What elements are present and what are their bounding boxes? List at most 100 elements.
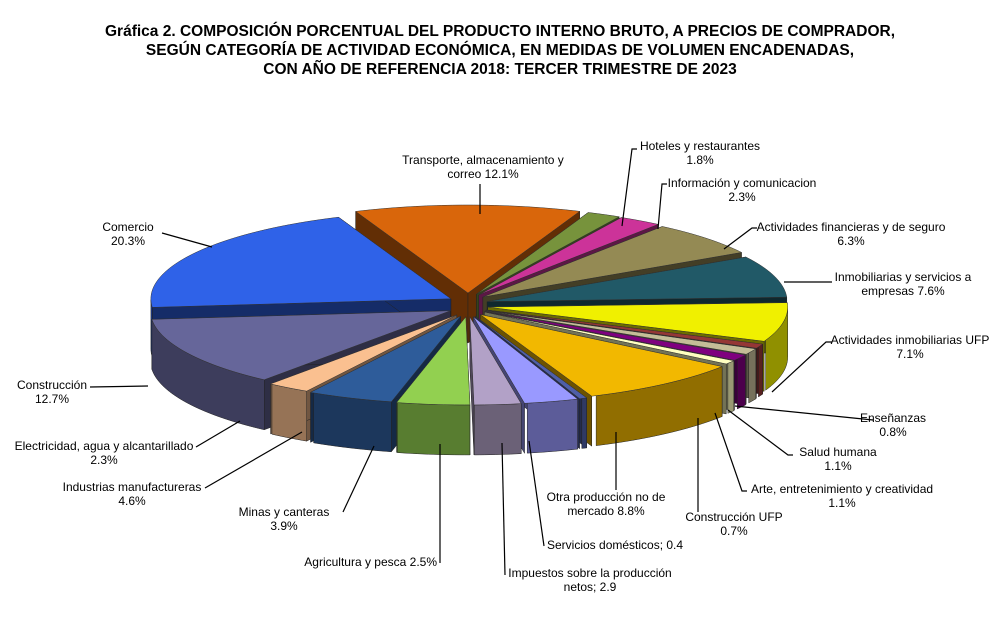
slice-15-top xyxy=(309,315,461,403)
data-label-17-line-1: 12.7% xyxy=(35,392,69,406)
data-label-17-line-0: Construcción xyxy=(17,378,87,392)
slice-10-top xyxy=(480,314,723,397)
data-label-18-line-1: 20.3% xyxy=(111,234,145,248)
slice-6-outer-wall xyxy=(758,343,763,398)
leader-line-12 xyxy=(501,442,506,576)
slice-7-outer-wall xyxy=(748,348,757,404)
data-label-2-line-0: Información y comunicacion xyxy=(668,176,817,190)
slice-2-top xyxy=(478,217,660,296)
data-label-3-line-0: Actividades financieras y de seguro xyxy=(757,220,946,234)
data-label-4-line-1: empresas 7.6% xyxy=(861,284,945,298)
title-line-1: Gráfica 2. COMPOSICIÓN PORCENTUAL DEL PR… xyxy=(104,23,895,40)
leader-line-1 xyxy=(621,148,637,227)
slice-11-outer-wall xyxy=(581,397,587,449)
data-label-11-line-0: Servicios domésticos; 0.4 xyxy=(547,538,683,552)
title-line-2: SEGÚN CATEGORÍA DE ACTIVIDAD ECONÓMICA, … xyxy=(145,42,855,59)
leader-line-3 xyxy=(723,227,757,250)
leader-line-15 xyxy=(204,431,303,489)
data-label-12-line-1: netos; 2.9 xyxy=(564,580,617,594)
data-label-16-line-0: Electricidad, agua y alcantarillado xyxy=(15,439,194,453)
slice-6-top xyxy=(486,309,764,349)
data-label-0-line-1: correo 12.1% xyxy=(447,167,519,181)
data-label-12-line-0: Impuestos sobre la producción xyxy=(508,566,671,580)
data-label-4-line-0: Inmobiliarias y servicios a xyxy=(835,270,972,284)
data-label-15-line-1: 4.6% xyxy=(118,494,146,508)
slice-9-outer-wall xyxy=(727,360,735,414)
data-label-1-line-0: Hoteles y restaurantes xyxy=(640,139,760,153)
data-label-6-line-1: 0.8% xyxy=(879,425,907,439)
slice-17-top xyxy=(151,310,451,381)
data-label-2-line-1: 2.3% xyxy=(728,190,756,204)
slice-9-top xyxy=(484,311,735,365)
slice-15-outer-wall xyxy=(313,392,392,453)
data-label-11: Servicios domésticos; 0.4 xyxy=(547,538,683,552)
leader-line-7 xyxy=(727,409,793,456)
title-line-3: CON AÑO DE REFERENCIA 2018: TERCER TRIME… xyxy=(263,61,737,78)
data-label-5-line-1: 7.1% xyxy=(896,347,924,361)
slice-8-outer-wall xyxy=(737,354,746,410)
data-label-14-line-1: 3.9% xyxy=(270,519,298,533)
slice-7-top xyxy=(485,310,757,355)
slice-18-top xyxy=(150,216,452,308)
chart-title: Gráfica 2. COMPOSICIÓN PORCENTUAL DEL PR… xyxy=(0,22,1000,79)
leader-line-16 xyxy=(195,420,241,448)
data-label-9-line-1: 0.7% xyxy=(720,524,748,538)
data-label-7-line-1: 1.1% xyxy=(824,459,852,473)
data-label-9-line-0: Construcción UFP xyxy=(685,510,782,524)
leader-line-8 xyxy=(714,412,747,492)
data-label-16-line-1: 2.3% xyxy=(90,453,118,467)
data-label-7-line-0: Salud humana xyxy=(799,445,877,459)
data-label-8-line-1: 1.1% xyxy=(828,496,856,510)
data-label-10-line-0: Otra producción no de xyxy=(547,490,666,504)
slice-tops xyxy=(150,204,788,406)
leader-line-6 xyxy=(734,405,874,421)
slice-13-top xyxy=(469,316,522,406)
data-label-14-line-0: Minas y canteras xyxy=(239,505,330,519)
leader-line-11 xyxy=(528,440,545,547)
leader-line-17 xyxy=(89,385,149,388)
data-label-10-line-1: mercado 8.8% xyxy=(567,504,645,518)
leader-line-18 xyxy=(161,232,213,248)
data-label-15-line-0: Industrias manufactureras xyxy=(63,480,202,494)
slice-11-top xyxy=(475,315,588,399)
data-label-18-line-0: Comercio xyxy=(102,220,154,234)
data-label-3-line-1: 6.3% xyxy=(837,234,865,248)
data-label-6-line-0: Enseñanzas xyxy=(860,411,926,425)
slice-13-outer-wall xyxy=(474,403,522,456)
data-label-13: Agricultura y pesca 2.5% xyxy=(304,555,437,569)
slice-1-top xyxy=(476,212,620,295)
slice-8-top xyxy=(484,311,747,361)
slice-14-top xyxy=(396,316,471,406)
slice-0-top xyxy=(354,204,581,294)
leader-line-2 xyxy=(657,183,667,230)
leader-line-5 xyxy=(771,341,832,393)
data-label-13-line-0: Agricultura y pesca 2.5% xyxy=(304,555,437,569)
slice-14-outer-wall xyxy=(397,402,471,456)
data-label-0-line-0: Transporte, almacenamiento y xyxy=(402,153,564,167)
data-label-8-line-0: Arte, entretenimiento y creatividad xyxy=(751,482,933,496)
data-label-5-line-0: Actividades inmobiliarias UFP xyxy=(831,333,990,347)
slice-3-top xyxy=(482,226,743,298)
slice-4-top xyxy=(487,256,788,302)
slice-12-top xyxy=(472,316,579,404)
data-label-1-line-1: 1.8% xyxy=(686,153,714,167)
slice-16-top xyxy=(269,314,457,392)
